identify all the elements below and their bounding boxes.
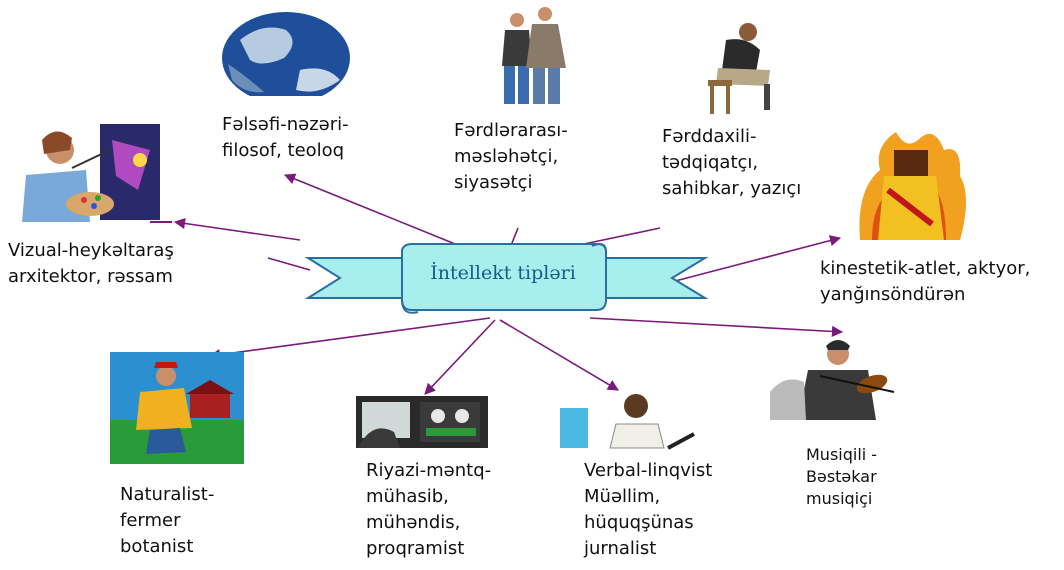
arrow-naturalist [208,317,491,361]
label-kinestetik: kinestetik-atlet, aktyor, yanğınsöndürən [820,258,1031,305]
arrow-riyazi [424,319,496,395]
line-vizual-stub [267,257,311,271]
arrow-falsafi [283,173,466,249]
farmer-icon [110,352,244,464]
label-naturalist: Naturalist- fermer botanist [120,484,215,557]
painter-icon [22,124,172,223]
arrow-vizual [173,217,301,241]
couple-icon [502,7,566,104]
arrow-kinestetik [659,235,842,286]
center-title: İntellekt tipləri [430,262,576,284]
globe-icon [220,12,352,104]
arrow-verbal [499,319,619,391]
label-ferddaxili: Fərddaxili- tədqiqatçı, sahibkar, yazıçı [662,126,802,199]
violinist-icon [770,340,895,420]
computer-operator-icon [356,396,488,448]
label-musiqili: Musiqili - Bəstəkar musiqiçi [806,445,878,508]
label-riyazi: Riyazi-məntq- mühasib, mühəndis, proqram… [366,460,492,559]
label-falsafi: Fəlsəfi-nəzəri- filosof, teoloq [222,114,349,161]
center-banner [304,243,709,314]
label-ferdlerarasi: Fərdlərarası- məsləhətçi, siyasətçi [454,120,568,193]
teacher-icon [560,394,695,450]
thinker-icon [708,23,770,114]
firefighter-icon [859,132,966,240]
label-vizual: Vizual-heykəltaraş arxitektor, rəssam [8,240,174,287]
label-verbal: Verbal-linqvist Müəllim, hüquqşünas jurn… [584,460,713,559]
arrow-musiqili [589,317,844,338]
